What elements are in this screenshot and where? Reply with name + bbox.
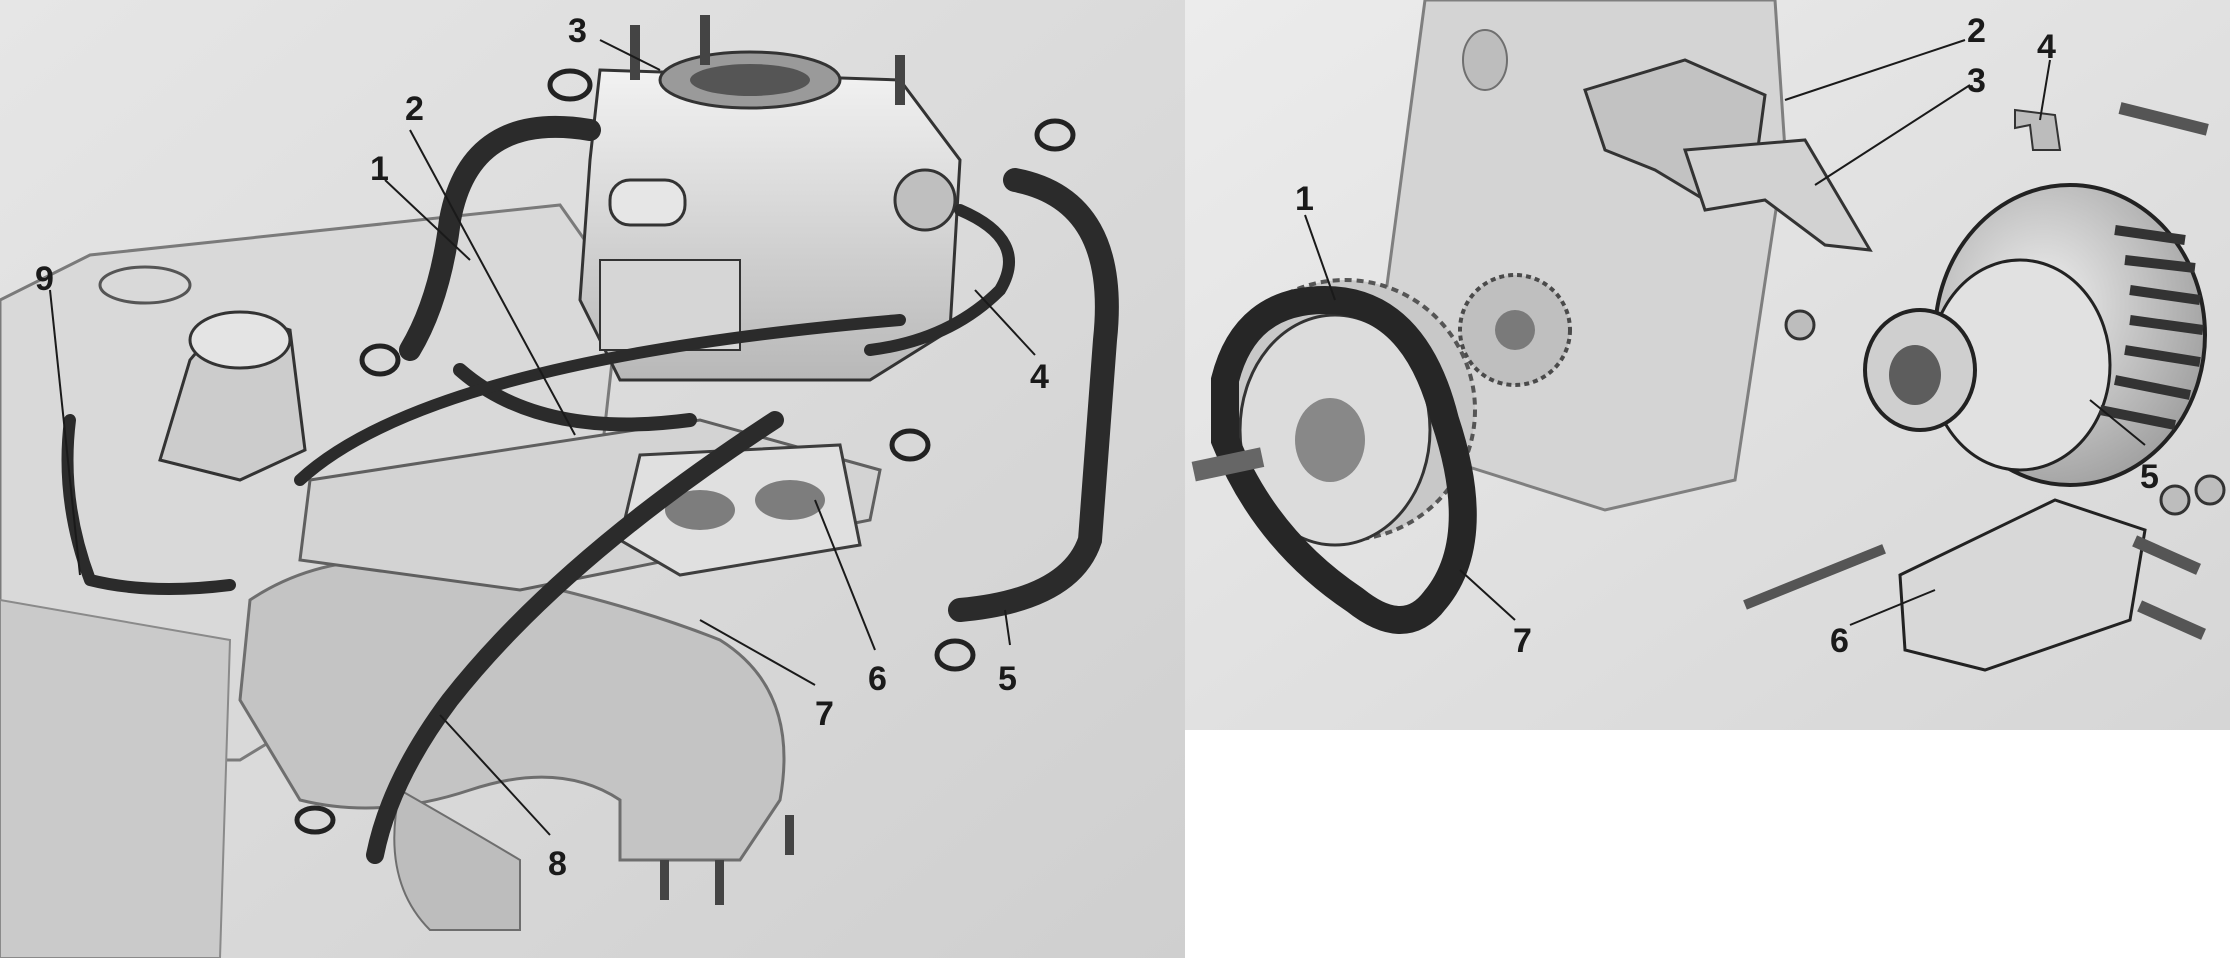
bracket-3 [1682, 138, 1873, 252]
exhaust-manifold-lower [393, 788, 521, 931]
left-figure-carburetor-assembly: 1 2 3 4 5 6 7 8 9 [0, 0, 1185, 958]
leader-line-r6 [1849, 589, 1936, 626]
callout-right-3: 3 [1967, 62, 1986, 100]
callout-left-3: 3 [568, 12, 587, 50]
nut-block [1784, 309, 1816, 341]
leader-line-4 [974, 289, 1036, 356]
leader-line-r3 [1814, 84, 1971, 186]
block-plug [1462, 29, 1508, 91]
leader-line-r1 [1304, 214, 1336, 301]
crank-bolt [1191, 447, 1265, 482]
callout-left-2: 2 [405, 90, 424, 128]
carburetor-stud-3 [895, 55, 905, 105]
callout-right-4: 4 [2037, 28, 2056, 66]
hose-9 [61, 414, 236, 595]
small-bracket-4 [2014, 108, 2062, 151]
hose-clamp-bottom [934, 638, 976, 672]
leader-line-r4 [2039, 59, 2051, 121]
leader-line-3 [599, 39, 661, 71]
bolt-long [1743, 544, 1886, 610]
carburetor-float-chamber [599, 259, 741, 351]
bolt-right-1 [2132, 535, 2201, 575]
right-figure-alternator-assembly: 1 2 3 4 5 6 7 [1185, 0, 2230, 730]
callout-right-2: 2 [1967, 12, 1986, 50]
leader-line-8 [439, 714, 551, 836]
callout-right-6: 6 [1830, 622, 1849, 660]
callout-left-9: 9 [35, 260, 54, 298]
carburetor-stud-1 [630, 25, 640, 80]
alternator-bracket-6 [1898, 498, 2147, 672]
right-figure-drawing: 1 2 3 4 5 6 7 [1185, 0, 2230, 730]
oil-pump-hub [1495, 310, 1535, 350]
carburetor-throat-inner [690, 64, 810, 96]
callout-left-4: 4 [1030, 358, 1049, 396]
crankshaft-pulley-hub [1295, 398, 1365, 482]
engine-block-lower [0, 598, 232, 958]
callout-right-5: 5 [2140, 458, 2159, 496]
leader-line-6 [814, 499, 876, 651]
leader-line-r5 [2089, 399, 2146, 446]
nut-2 [2194, 474, 2226, 506]
solenoid-valve [608, 178, 687, 227]
leader-line-5 [1004, 609, 1011, 646]
hose-clamp-right [1034, 118, 1076, 152]
callout-left-1: 1 [370, 150, 389, 188]
callout-right-1: 1 [1295, 180, 1314, 218]
bolt-right-2 [2137, 600, 2206, 640]
hose-clamp-top [547, 68, 593, 102]
callout-left-6: 6 [868, 660, 887, 698]
hose-8 [366, 411, 784, 864]
manifold-stud-2 [715, 860, 724, 905]
spacer-bore-right [755, 480, 825, 520]
leader-line-2 [409, 129, 576, 436]
manifold-stud-3 [785, 815, 794, 855]
leader-line-1 [384, 179, 471, 261]
callout-left-5: 5 [998, 660, 1017, 698]
hose-clamp-mid [889, 428, 931, 462]
callout-left-8: 8 [548, 845, 567, 883]
fuel-line [294, 314, 906, 486]
leader-line-r7 [1459, 569, 1516, 621]
alternator-pulley-bore [1889, 345, 1941, 405]
hose-1 [399, 115, 601, 361]
hose-5 [948, 168, 1119, 622]
alternator-fins [2099, 225, 2204, 430]
carburetor-linkage [893, 168, 957, 232]
hose-clamp-lower-left [294, 805, 336, 835]
fuel-pump-cover [188, 310, 292, 370]
hose-clamp-left [359, 343, 401, 377]
manifold-stud-1 [660, 860, 669, 900]
nut-1 [2159, 484, 2191, 516]
left-figure-drawing: 1 2 3 4 5 6 7 8 9 [0, 0, 1185, 958]
callout-right-7: 7 [1513, 622, 1532, 660]
leader-line-7 [699, 619, 816, 686]
hose-4 [864, 204, 1015, 356]
callout-left-7: 7 [815, 695, 834, 733]
leader-line-9 [49, 289, 81, 576]
spacer-bore-left [665, 490, 735, 530]
drive-belt [1211, 285, 1477, 634]
leader-line-r2 [1784, 39, 1966, 101]
carburetor-stud-2 [700, 15, 710, 65]
bolt-top [2118, 102, 2209, 136]
oil-filler-cap [98, 265, 192, 305]
